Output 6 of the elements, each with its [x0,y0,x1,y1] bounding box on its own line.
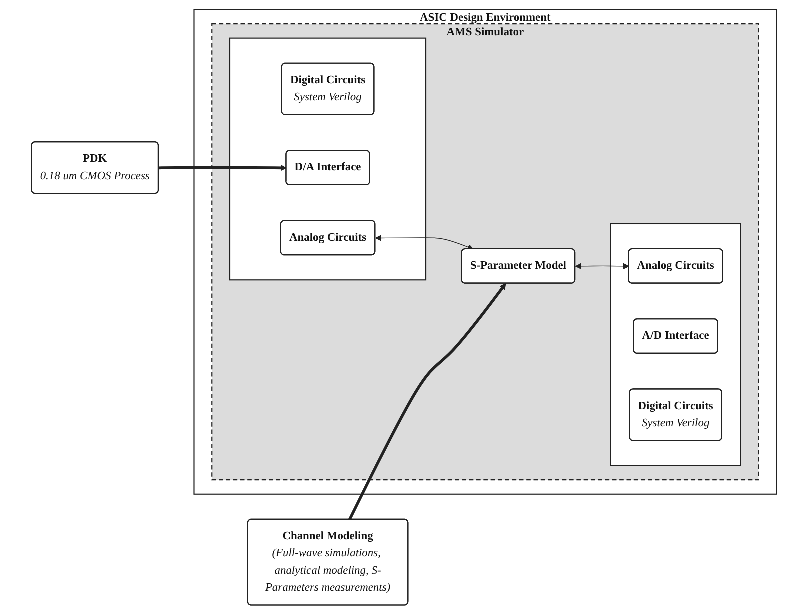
cluster [229,38,426,281]
arrow [575,263,630,270]
arrow [375,235,474,250]
arrow [348,283,506,520]
cluster [610,223,742,466]
arrow [158,165,287,172]
